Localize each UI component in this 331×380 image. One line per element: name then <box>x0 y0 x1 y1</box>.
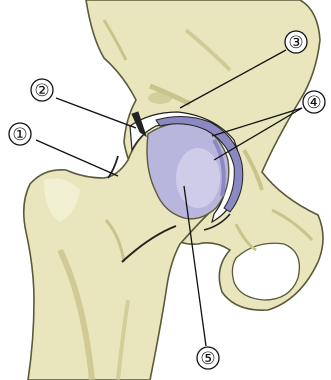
label-5: ⑤ <box>197 347 219 369</box>
label-4: ④ <box>303 91 325 113</box>
leader-line-1 <box>36 140 118 176</box>
label-3: ③ <box>285 31 307 53</box>
label-2-text: ② <box>34 81 49 101</box>
label-2: ② <box>31 79 53 101</box>
leader-line-2 <box>56 98 136 128</box>
label-1-text: ① <box>12 125 27 145</box>
label-3-text: ③ <box>288 33 303 53</box>
label-1: ① <box>9 123 31 145</box>
label-5-text: ⑤ <box>200 349 215 369</box>
label-4-text: ④ <box>306 93 321 113</box>
